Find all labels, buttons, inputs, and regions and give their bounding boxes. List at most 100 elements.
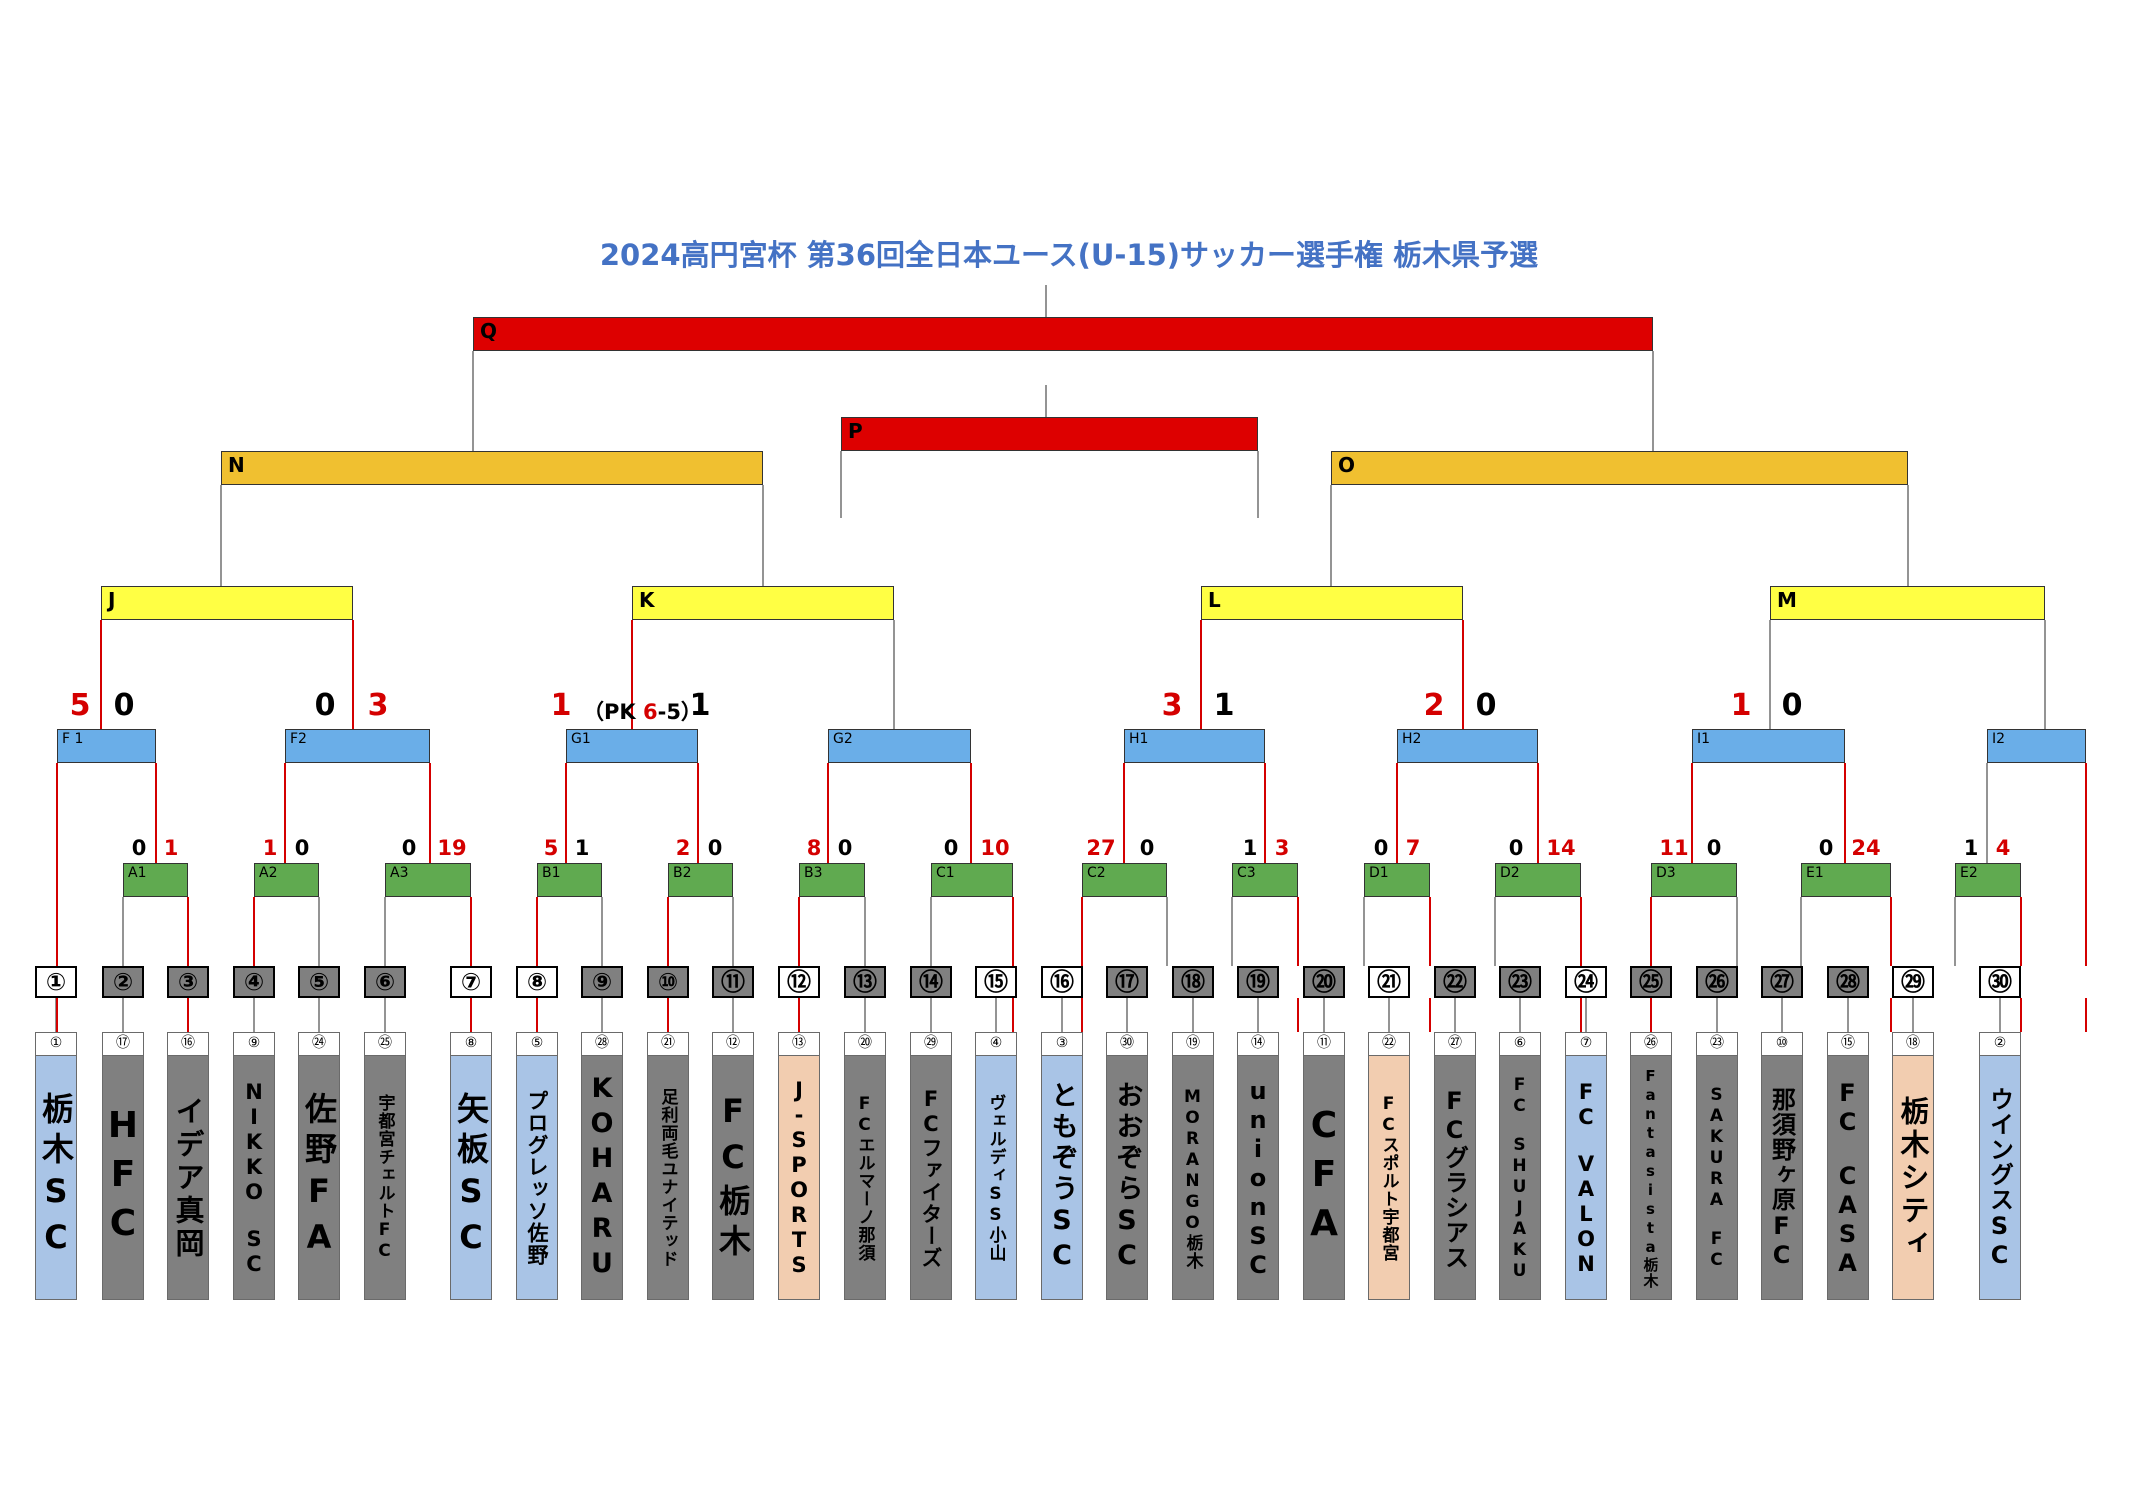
match-label: G2: [833, 731, 853, 747]
match-label: E2: [1960, 865, 1978, 881]
draw-number: ⑪: [1304, 1033, 1344, 1056]
match-box-l: L: [1201, 586, 1463, 620]
score-a2-away: 0: [294, 836, 310, 860]
match-box-e1: E1: [1801, 863, 1891, 897]
match-label: K: [639, 588, 655, 612]
score-f2-away: 3: [367, 688, 389, 723]
score-e2-home: 1: [1963, 836, 1979, 860]
match-box-a3: A3: [385, 863, 471, 897]
team-name: HFC: [103, 1104, 143, 1252]
match-label: O: [1338, 453, 1356, 477]
score-b2-home: 2: [675, 836, 691, 860]
seed-number: ②: [102, 966, 144, 998]
seed-number: ⑲: [1237, 966, 1279, 998]
draw-number: ②: [1980, 1033, 2020, 1056]
match-box-b2: B2: [668, 863, 733, 897]
team-name: FC CASA: [1833, 1078, 1862, 1278]
match-label: E1: [1806, 865, 1824, 881]
match-label: C3: [1237, 865, 1256, 881]
draw-number: ㉔: [299, 1033, 339, 1056]
match-box-n: N: [221, 451, 763, 485]
match-label: J: [108, 588, 116, 612]
pk-open: （PK: [583, 700, 636, 724]
team-name: イデア真岡: [171, 1095, 205, 1261]
score-h2-home: 2: [1423, 688, 1445, 723]
draw-number: ㉘: [582, 1033, 622, 1056]
match-box-i2: I2: [1987, 729, 2086, 763]
team-name: ヴェルディSS小山: [985, 1094, 1006, 1262]
score-c2-away: 0: [1139, 836, 1155, 860]
team-name: 矢板SC: [452, 1092, 490, 1264]
team-name: FC栃木: [714, 1092, 752, 1264]
draw-number: ③: [1042, 1033, 1082, 1056]
match-label: H2: [1402, 731, 1422, 747]
team-name: KOHARU: [586, 1073, 618, 1283]
team-name: FCファイターズ: [919, 1087, 943, 1269]
draw-number: ⑫: [713, 1033, 753, 1056]
score-f2-home: 0: [314, 688, 336, 723]
match-box-e2: E2: [1955, 863, 2021, 897]
draw-number: ㉗: [1435, 1033, 1475, 1056]
score-c1-home: 0: [943, 836, 959, 860]
match-label: D3: [1656, 865, 1676, 881]
match-box-q: Q: [473, 317, 1653, 351]
seed-number: ③: [167, 966, 209, 998]
match-label: H1: [1129, 731, 1149, 747]
seed-number: ㉒: [1434, 966, 1476, 998]
draw-number: ⑤: [517, 1033, 557, 1056]
team-name: unionSC: [1244, 1076, 1272, 1280]
seed-number: ㉙: [1892, 966, 1934, 998]
team-name: J-SPORTS: [787, 1078, 811, 1278]
draw-number: ①: [36, 1033, 76, 1056]
score-h1-away: 1: [1213, 688, 1235, 723]
match-label: F2: [290, 731, 307, 747]
match-box-c1: C1: [931, 863, 1013, 897]
score-c1-away: 10: [980, 836, 1010, 860]
team-slot: ⑱ 栃木シティ: [1892, 1032, 1934, 1300]
score-i1-away: 0: [1781, 688, 1803, 723]
seed-number: ①: [35, 966, 77, 998]
match-box-a2: A2: [254, 863, 319, 897]
seed-number: ㉚: [1979, 966, 2021, 998]
team-name: 佐野FA: [300, 1092, 338, 1264]
match-box-g2: G2: [828, 729, 971, 763]
seed-number: ⑭: [910, 966, 952, 998]
score-a1-home: 0: [131, 836, 147, 860]
team-name: NIKKO SC: [242, 1079, 266, 1277]
score-h1-home: 3: [1161, 688, 1183, 723]
match-box-p: P: [841, 417, 1258, 451]
seed-number: ⑩: [647, 966, 689, 998]
seed-number: ④: [233, 966, 275, 998]
score-a1-away: 1: [163, 836, 179, 860]
seed-number: ㉑: [1368, 966, 1410, 998]
score-e1-away: 24: [1851, 836, 1881, 860]
score-b3-away: 0: [837, 836, 853, 860]
match-label: B2: [673, 865, 692, 881]
score-b1-away: 1: [574, 836, 590, 860]
draw-number: ⑱: [1893, 1033, 1933, 1056]
score-g1-home: 1: [550, 688, 572, 723]
match-label: A2: [259, 865, 278, 881]
match-box-h2: H2: [1397, 729, 1538, 763]
draw-number: ⑲: [1173, 1033, 1213, 1056]
score-d3-home: 11: [1659, 836, 1689, 860]
match-label: P: [848, 419, 863, 443]
match-box-h1: H1: [1124, 729, 1265, 763]
team-slot: ⑫ FC栃木: [712, 1032, 754, 1300]
team-name: 栃木シティ: [1896, 1095, 1930, 1261]
draw-number: ⑥: [1500, 1033, 1540, 1056]
